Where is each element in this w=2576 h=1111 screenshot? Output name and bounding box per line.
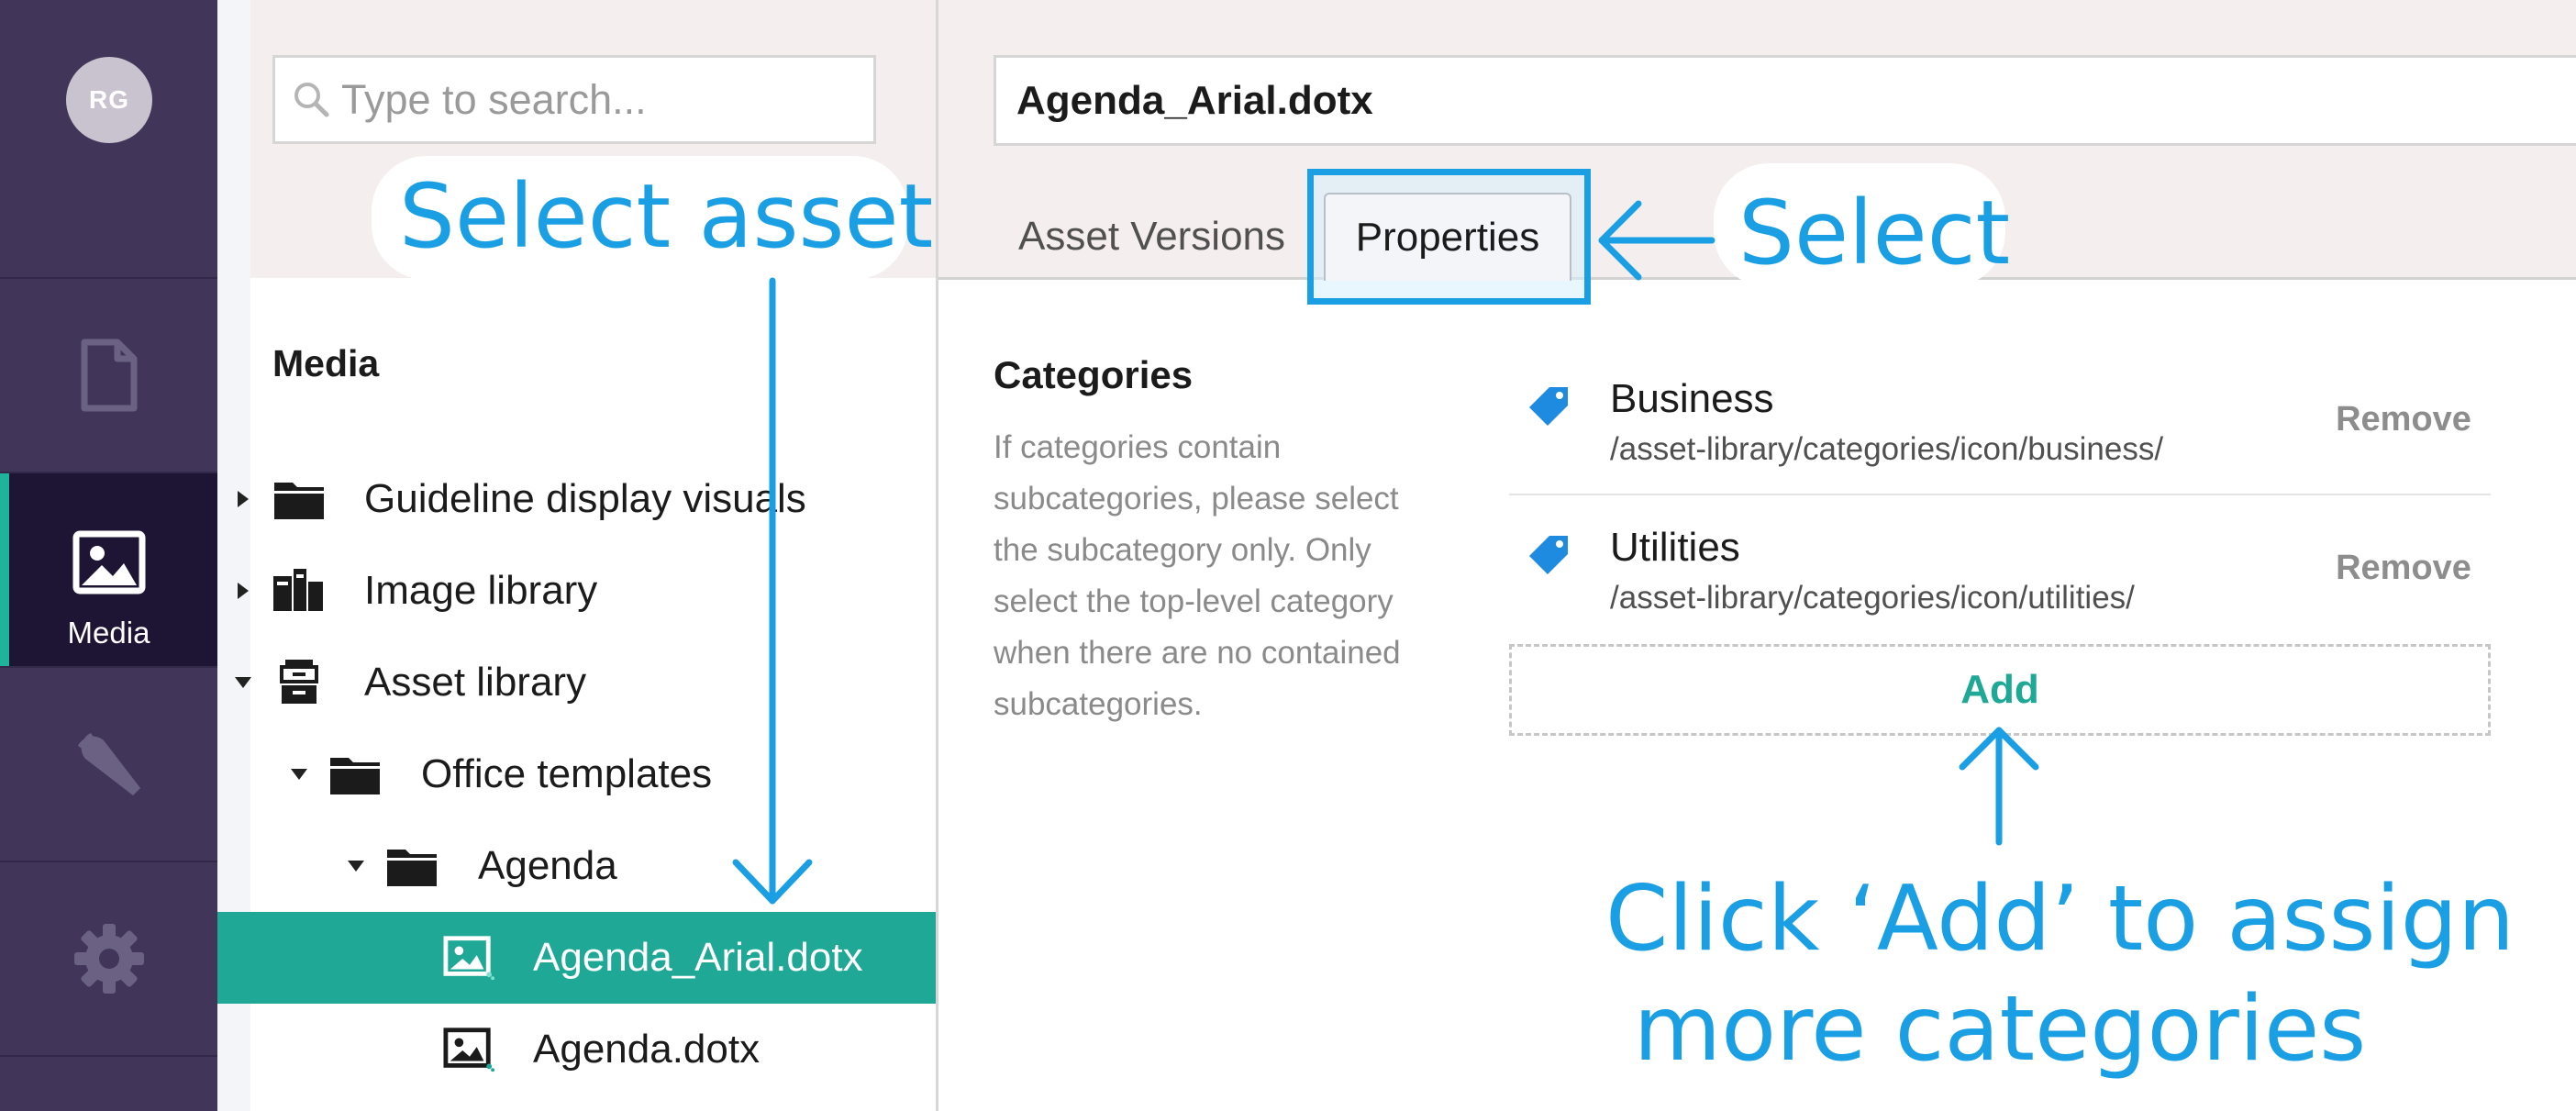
annotation-select-asset: Select asset (399, 165, 934, 268)
nav-divider (0, 1055, 217, 1057)
tree-item-agenda-arial-dotx[interactable]: Agenda_Arial.dotx (217, 912, 936, 1004)
expand-arrow-icon[interactable] (234, 582, 252, 600)
category-path: /asset-library/categories/icon/utilities… (1610, 580, 2135, 616)
remove-category-button[interactable]: Remove (2336, 400, 2471, 439)
image-library-icon (273, 565, 325, 617)
tree-item-label: Agenda (478, 843, 617, 888)
tree-item-label: Guideline display visuals (364, 476, 806, 521)
collapse-arrow-icon[interactable] (347, 857, 365, 875)
annotation-backdrop (372, 156, 908, 280)
remove-category-button[interactable]: Remove (2336, 549, 2471, 587)
nav-divider (0, 861, 217, 862)
category-path: /asset-library/categories/icon/business/ (1610, 431, 2164, 467)
folder-icon (329, 749, 381, 800)
annotation-click-add-line2: more categories (1633, 977, 2367, 1082)
tree-item-label: Asset library (364, 660, 587, 705)
search-input[interactable] (339, 74, 857, 125)
folder-icon (273, 473, 325, 525)
tree-item-guideline-display-visuals[interactable]: Guideline display visuals (217, 453, 936, 545)
category-item: Business /asset-library/categories/icon/… (1509, 376, 2491, 477)
tag-icon (1527, 534, 1570, 581)
annotation-click-add-line1: Click ‘Add’ to assign (1605, 867, 2515, 972)
nav-divider (0, 666, 217, 668)
categories-description: If categories contain subcategories, ple… (994, 429, 1401, 722)
category-name: Business (1610, 376, 1774, 421)
search-box[interactable] (272, 55, 876, 144)
wrench-icon (77, 733, 140, 795)
nav-divider (0, 277, 217, 279)
nav-active-indicator (0, 473, 9, 666)
tree-item-agenda[interactable]: Agenda (217, 820, 936, 912)
annotation-backdrop (1714, 163, 2005, 287)
tree-item-image-library[interactable]: Image library (217, 545, 936, 637)
tab-properties[interactable]: Properties (1324, 193, 1571, 281)
nav-item-settings[interactable] (0, 862, 217, 1055)
image-icon (72, 530, 145, 594)
category-item: Utilities /asset-library/categories/icon… (1509, 525, 2491, 626)
annotation-select: Select (1738, 182, 2011, 284)
nav-item-content[interactable] (0, 279, 217, 472)
category-divider (1509, 494, 2491, 495)
asset-name-field[interactable] (994, 55, 2576, 146)
archive-icon (273, 657, 325, 708)
folder-icon (386, 840, 438, 892)
expand-arrow-icon[interactable] (234, 490, 252, 508)
tag-icon (1527, 385, 1570, 432)
panel-divider (936, 0, 938, 1111)
file-image-icon (443, 1024, 494, 1075)
annotation-arrowhead (1959, 727, 2039, 771)
nav-item-media[interactable] (0, 473, 217, 666)
tree-item-agenda-dotx[interactable]: Agenda.dotx (217, 1004, 936, 1095)
gear-icon (73, 924, 144, 994)
document-icon (81, 339, 137, 412)
nav-item-media-label: Media (67, 616, 150, 650)
nav-divider (0, 472, 217, 473)
category-name: Utilities (1610, 525, 1740, 570)
user-avatar[interactable]: RG (66, 57, 152, 143)
tree-item-office-templates[interactable]: Office templates (217, 728, 936, 820)
file-image-icon (443, 932, 494, 983)
collapse-arrow-icon[interactable] (234, 673, 252, 692)
search-icon (294, 82, 329, 117)
tree-title: Media (272, 342, 380, 384)
nav-item-developer[interactable] (0, 668, 217, 861)
tab-asset-versions[interactable]: Asset Versions (1018, 214, 1286, 259)
categories-title: Categories (994, 353, 1194, 396)
tree-item-label: Image library (364, 568, 598, 613)
collapse-arrow-icon[interactable] (290, 765, 308, 783)
add-category-button[interactable]: Add (1509, 644, 2491, 736)
tree-item-label: Agenda.dotx (533, 1027, 761, 1072)
tree-item-asset-library[interactable]: Asset library (217, 637, 936, 728)
asset-name-input[interactable] (1015, 76, 2394, 125)
tree-item-label: Office templates (421, 751, 713, 796)
tree-item-label: Agenda_Arial.dotx (533, 935, 863, 980)
